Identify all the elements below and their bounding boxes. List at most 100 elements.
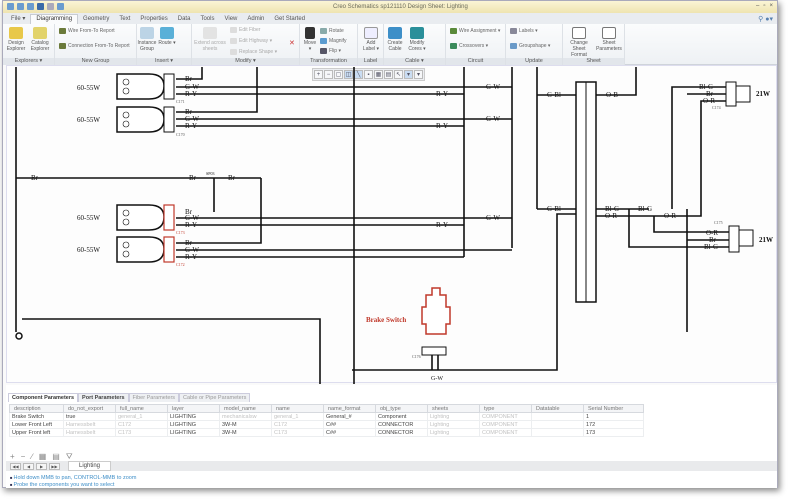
rear-lamp-connector[interactable]	[728, 225, 740, 253]
table-cell[interactable]: LIGHTING	[167, 420, 220, 429]
column-header[interactable]: name	[271, 404, 324, 413]
table-cell[interactable]: C##	[323, 428, 376, 437]
table-cell[interactable]: Upper Front left	[9, 428, 64, 437]
maximize-button[interactable]: ▫	[763, 3, 766, 9]
table-cell[interactable]: 3W-M	[219, 420, 272, 429]
display-icon[interactable]: ▪	[364, 70, 373, 79]
column-header[interactable]: name_format	[323, 404, 376, 413]
remove-icon[interactable]: −	[20, 452, 26, 461]
save-icon[interactable]	[27, 3, 34, 10]
table-cell[interactable]: Component	[375, 412, 428, 421]
brake-switch-connector[interactable]	[421, 346, 447, 356]
first-sheet-button[interactable]: ◀◀	[10, 462, 21, 470]
columns-icon[interactable]: ▦	[38, 452, 47, 461]
table-cell[interactable]: COMPONENT	[479, 420, 532, 429]
catalog-explorer-button[interactable]: Catalog Explorer	[29, 27, 51, 52]
schematic-canvas[interactable]: +−▢◫╲▪▦▤↖▾▾ 60-55W 60-55W 60-55W 60-55W …	[6, 65, 777, 384]
rotate-button[interactable]: Rotate	[320, 28, 344, 34]
tab-cable-pipe-parameters[interactable]: Cable or Pipe Parameters	[179, 393, 251, 402]
table-cell[interactable]: Lower Front Left	[9, 420, 64, 429]
brake-switch-symbol[interactable]	[421, 287, 451, 335]
design-explorer-button[interactable]: Design Explorer	[5, 27, 27, 52]
tab-fiber-parameters[interactable]: Fiber Parameters	[128, 393, 180, 402]
tab-get-started[interactable]: Get Started	[274, 16, 306, 22]
sheet-tab-lighting[interactable]: Lighting	[68, 461, 112, 471]
new-icon[interactable]	[7, 3, 14, 10]
prev-sheet-button[interactable]: ◀	[23, 462, 34, 470]
snap-icon[interactable]: ▾	[414, 70, 423, 79]
table-cell[interactable]: general_1	[115, 412, 168, 421]
table-cell[interactable]: Lighting	[427, 412, 480, 421]
extend-across-sheets-button[interactable]: Extend across sheets	[194, 27, 226, 52]
table-cell[interactable]	[531, 420, 584, 429]
last-sheet-button[interactable]: ▶▶	[49, 462, 60, 470]
route-button[interactable]: Route ▾	[158, 27, 176, 46]
table-cell[interactable]: General_#	[323, 412, 376, 421]
column-header[interactable]: model_name	[219, 404, 272, 413]
crossovers-button[interactable]: Crossovers ▾	[450, 43, 488, 49]
search-icon[interactable]: ⚲	[758, 16, 764, 23]
help-icon[interactable]: ●▾	[765, 16, 773, 23]
table-cell[interactable]: C172	[271, 420, 324, 429]
table-cell[interactable]: Brake Switch	[9, 412, 64, 421]
edit-fiber-button[interactable]: Edit Fiber	[230, 27, 260, 33]
file-menu[interactable]: File ▾	[11, 16, 26, 22]
table-cell[interactable]: CONNECTOR	[375, 420, 428, 429]
table-cell[interactable]: Lighting	[427, 420, 480, 429]
tab-view[interactable]: View	[224, 16, 238, 22]
close-button[interactable]: ×	[769, 3, 773, 9]
table-cell[interactable]: C173	[115, 428, 168, 437]
column-header[interactable]: Datatable	[531, 404, 584, 413]
edit-icon[interactable]: ∕	[31, 452, 33, 461]
add-label-button[interactable]: Add Label ▾	[360, 27, 382, 52]
zoom-window-icon[interactable]: ◫	[344, 70, 353, 79]
add-icon[interactable]: +	[10, 452, 15, 461]
undo-icon[interactable]	[37, 3, 44, 10]
tab-component-parameters[interactable]: Component Parameters	[8, 393, 79, 402]
column-header[interactable]: sheets	[427, 404, 480, 413]
minimize-button[interactable]: –	[756, 3, 760, 9]
table-cell[interactable]: C##	[323, 420, 376, 429]
modify-cores-button[interactable]: Modify Cores ▾	[406, 27, 428, 52]
table-cell[interactable]: 172	[583, 420, 644, 429]
column-header[interactable]: type	[479, 404, 532, 413]
table-cell[interactable]: C172	[115, 420, 168, 429]
filter-icon[interactable]: ⛛	[65, 452, 73, 461]
table-cell[interactable]: 1	[583, 412, 644, 421]
grid-icon[interactable]: ▦	[374, 70, 383, 79]
filter-icon[interactable]: ▾	[404, 70, 413, 79]
open-icon[interactable]	[17, 3, 24, 10]
rear-lamp-connector[interactable]	[725, 81, 737, 107]
redo-icon[interactable]	[47, 3, 54, 10]
table-cell[interactable]	[531, 428, 584, 437]
change-sheet-format-button[interactable]: Change Sheet Format	[564, 27, 594, 58]
table-cell[interactable]: mechanicalsw	[219, 412, 272, 421]
edit-highway-button[interactable]: Edit Highway ▾	[230, 38, 272, 44]
labels-button[interactable]: Labels ▾	[510, 28, 538, 34]
table-cell[interactable]: COMPONENT	[479, 428, 532, 437]
table-cell[interactable]: 3W-M	[219, 428, 272, 437]
zoom-out-icon[interactable]: −	[324, 70, 333, 79]
column-header[interactable]: description	[9, 404, 64, 413]
tab-tools[interactable]: Tools	[200, 16, 215, 22]
table-icon[interactable]: ▤	[52, 452, 60, 461]
table-cell[interactable]: LIGHTING	[167, 428, 220, 437]
table-cell[interactable]: 173	[583, 428, 644, 437]
magnify-button[interactable]: Magnify	[320, 38, 347, 44]
table-cell[interactable]: true	[63, 412, 116, 421]
zoom-in-icon[interactable]: +	[314, 70, 323, 79]
window-icon[interactable]	[57, 3, 64, 10]
table-cell[interactable]: Harnessbelt	[63, 420, 116, 429]
move-button[interactable]: Move ▾	[302, 27, 318, 52]
table-cell[interactable]: COMPONENT	[479, 412, 532, 421]
next-sheet-button[interactable]: ▶	[36, 462, 47, 470]
flip-button[interactable]: Flip ▾	[320, 48, 341, 54]
create-cable-button[interactable]: Create Cable	[385, 27, 405, 52]
tab-geometry[interactable]: Geometry	[83, 16, 110, 22]
sheet-parameters-button[interactable]: Sheet Parameters	[595, 27, 623, 52]
connection-report-button[interactable]: Connection From-To Report	[59, 43, 130, 49]
tab-admin[interactable]: Admin	[247, 16, 265, 22]
